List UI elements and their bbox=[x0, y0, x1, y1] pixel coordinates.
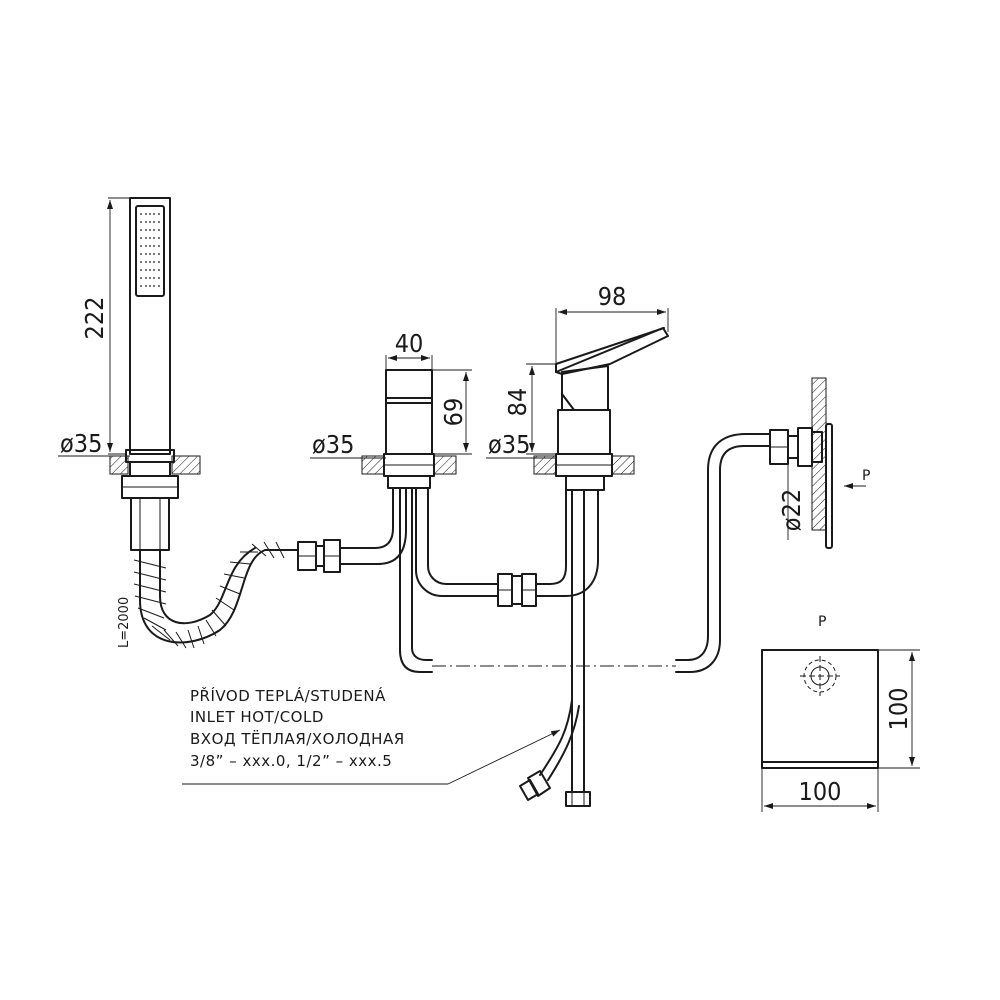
dim-plate-width-label: 100 bbox=[799, 777, 842, 806]
inlet-note-cz: PŘÍVOD TEPLÁ/STUDENÁ bbox=[190, 686, 386, 705]
view-arrow-label: P bbox=[862, 468, 870, 484]
dim-mixer-width-label: 98 bbox=[598, 282, 627, 311]
shower-spray-holes bbox=[140, 213, 160, 287]
hand-shower bbox=[109, 197, 201, 551]
dim-mixer-height-label: 84 bbox=[503, 388, 532, 417]
dim-diverter-height-label: 69 bbox=[439, 398, 468, 427]
hose-length-label: L=2000 bbox=[117, 597, 132, 648]
dim-diverter-width: 40 bbox=[385, 329, 433, 370]
diverter bbox=[361, 369, 499, 673]
dim-shower-diameter-label: ø35 bbox=[60, 429, 102, 458]
view-p-plate: P 100 100 bbox=[761, 614, 920, 812]
view-title-label: P bbox=[818, 614, 826, 630]
dim-mixer-width: 98 bbox=[555, 282, 669, 364]
dim-mixer-height: 84 bbox=[503, 363, 556, 455]
pipe-connector bbox=[497, 487, 599, 607]
dim-diverter-diameter: ø35 bbox=[310, 430, 386, 459]
wall-outlet: P ø22 bbox=[675, 377, 870, 673]
dim-mixer-diameter: ø35 bbox=[486, 430, 556, 459]
dim-shower-height: 222 bbox=[80, 197, 130, 455]
inlet-note-ru: ВХОД ТЁПЛАЯ/ХОЛОДНАЯ bbox=[190, 729, 405, 748]
dim-shower-height-label: 222 bbox=[80, 297, 109, 340]
dim-wall-diameter-label: ø22 bbox=[777, 489, 806, 531]
inlet-note-en: INLET HOT/COLD bbox=[190, 708, 324, 726]
shower-hose: L=2000 bbox=[117, 541, 299, 649]
dim-diverter-width-label: 40 bbox=[395, 329, 424, 358]
dim-shower-diameter: ø35 bbox=[58, 429, 130, 458]
inlet-note: PŘÍVOD TEPLÁ/STUDENÁ INLET HOT/COLD ВХОД… bbox=[182, 686, 561, 785]
dim-plate-height-label: 100 bbox=[884, 688, 913, 731]
plate-center-mark bbox=[800, 656, 840, 696]
mixer bbox=[519, 327, 669, 807]
hose-connector bbox=[297, 487, 407, 573]
dim-diverter-height: 69 bbox=[432, 369, 472, 455]
hose-coils bbox=[133, 541, 285, 649]
dim-diverter-diameter-label: ø35 bbox=[312, 430, 354, 459]
inlet-note-sizes: 3/8” – xxx.0, 1/2” – xxx.5 bbox=[190, 752, 392, 770]
dim-mixer-diameter-label: ø35 bbox=[488, 430, 530, 459]
